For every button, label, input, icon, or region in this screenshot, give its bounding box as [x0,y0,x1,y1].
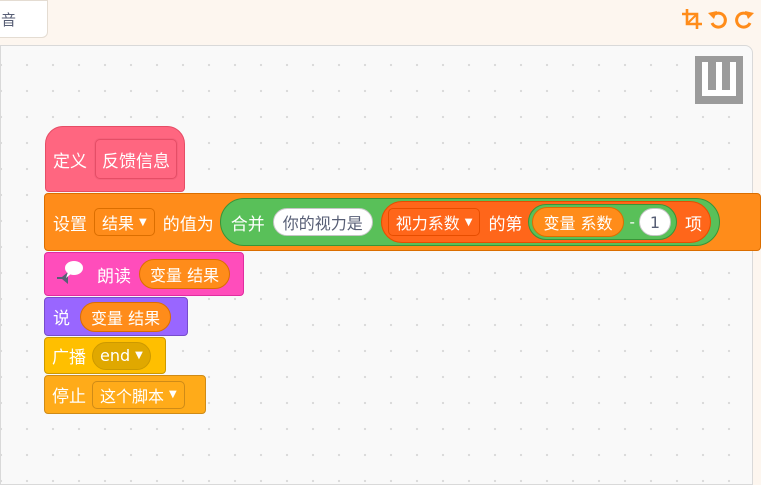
broadcast-label: 广播 [52,348,86,368]
define-label: 定义 [53,151,87,172]
chevron-down-icon: ▼ [464,216,473,228]
chevron-down-icon: ▼ [135,350,143,361]
list-item-reporter[interactable]: 视力系数 ▼ 的第 变量 系数 - 1 项 [380,201,711,243]
item-of-label: 的第 [488,214,523,235]
broadcast-block[interactable]: 广播 end ▼ [44,337,166,374]
undo-icon[interactable] [707,6,729,32]
sprite-thumbnail-icon [695,56,743,104]
variable-dropdown[interactable]: 结果 ▼ [94,208,155,236]
join-reporter[interactable]: 合并 你的视力是 视力系数 ▼ 的第 变量 系数 - 1 项 [219,198,720,246]
crop-icon[interactable] [681,6,703,32]
set-variable-block[interactable]: 设置 结果 ▼ 的值为 合并 你的视力是 视力系数 ▼ 的第 变量 系数 - 1 [44,193,761,251]
variable-dropdown-value: 结果 [102,214,135,233]
variable-reporter-label: 变量 结果 [150,266,220,285]
chevron-down-icon: ▼ [169,389,177,400]
number-input[interactable]: 1 [638,208,671,236]
define-block[interactable]: 定义 反馈信息 [45,126,185,192]
chevron-down-icon: ▼ [139,216,147,228]
join-label: 合并 [230,214,265,235]
say-label: 说 [53,309,70,329]
variable-reporter[interactable]: 变量 结果 [139,259,231,289]
variable-reporter-label: 变量 结果 [91,308,161,328]
join-text-input[interactable]: 你的视力是 [272,208,373,236]
toolbar [681,6,755,32]
stop-label: 停止 [52,387,86,407]
sound-tab-label: 音 [1,10,17,29]
say-block[interactable]: 说 变量 结果 [44,297,188,336]
set-label: 设置 [53,214,87,235]
broadcast-message-dropdown[interactable]: end ▼ [92,341,151,370]
procedure-prototype[interactable]: 反馈信息 [95,139,177,179]
number-input-value: 1 [649,212,661,232]
procedure-name: 反馈信息 [102,151,170,172]
stop-option-value: 这个脚本 [100,386,165,406]
variable-reporter[interactable]: 变量 结果 [80,301,172,332]
stop-option-dropdown[interactable]: 这个脚本 ▼ [92,380,185,409]
stop-block[interactable]: 停止 这个脚本 ▼ [44,375,206,414]
speak-label: 朗读 [97,266,131,287]
variable-reporter-label: 变量 系数 [543,214,613,233]
speak-block[interactable]: 朗读 变量 结果 [44,252,244,296]
to-label: 的值为 [162,214,214,235]
variable-reporter[interactable]: 变量 系数 [532,207,624,237]
broadcast-message-value: end [100,346,131,365]
redo-icon[interactable] [733,6,755,32]
minus-operator: - [629,213,635,231]
speech-bubble-icon [53,257,87,291]
subtract-reporter[interactable]: 变量 系数 - 1 [528,204,677,240]
list-dropdown[interactable]: 视力系数 ▼ [387,208,481,236]
item-suffix-label: 项 [684,214,702,235]
sound-tab[interactable]: 音 [0,0,48,38]
list-dropdown-value: 视力系数 [395,214,460,233]
join-text-value: 你的视力是 [282,214,363,233]
